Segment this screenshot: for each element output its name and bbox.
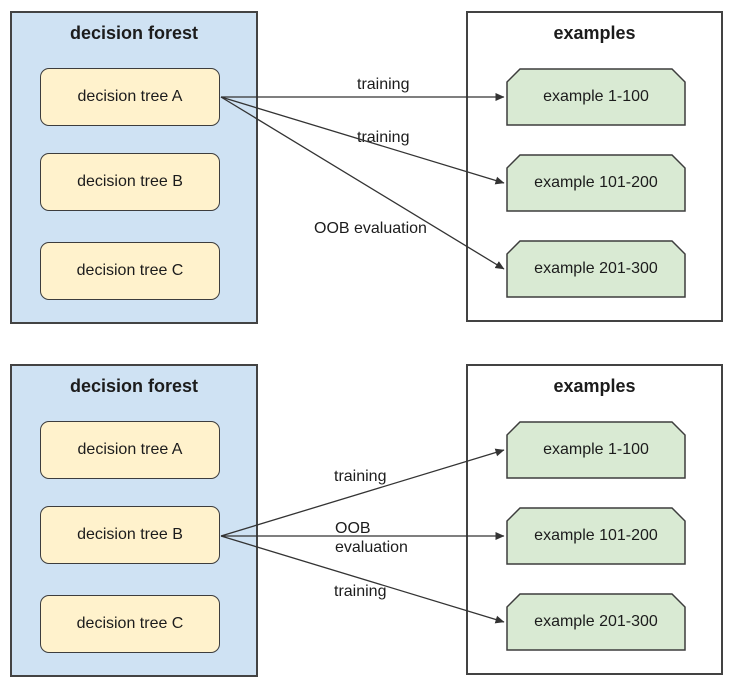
- tree-label: decision tree C: [76, 262, 184, 279]
- tree-node-b: decision tree B: [40, 153, 220, 211]
- tree-node-a: decision tree A: [40, 421, 220, 479]
- arrow-label-oob-evaluation: OOB evaluation: [314, 220, 427, 237]
- example-label: example 101-200: [534, 527, 658, 544]
- example-label: example 201-300: [534, 613, 658, 630]
- oob-diagram-tree-a: decision forest decision tree A decision…: [0, 0, 737, 332]
- arrow-label-training-2: training: [334, 583, 387, 600]
- arrow-label-training-1: training: [334, 468, 387, 485]
- forest-title: decision forest: [69, 376, 199, 396]
- tree-node-b: decision tree B: [40, 506, 220, 564]
- example-node-2: example 101-200: [506, 507, 686, 565]
- example-label: example 1-100: [543, 88, 649, 105]
- plaque-shape: [506, 154, 686, 212]
- arrow-label-training-1: training: [357, 76, 410, 93]
- plaque-shape: [506, 240, 686, 298]
- tree-node-c: decision tree C: [40, 595, 220, 653]
- plaque-shape: [506, 421, 686, 479]
- forest-title: decision forest: [69, 23, 199, 43]
- tree-label: decision tree B: [77, 173, 183, 190]
- example-node-3: example 201-300: [506, 593, 686, 651]
- tree-node-c: decision tree C: [40, 242, 220, 300]
- arrow-label-oob-evaluation: OOB evaluation: [335, 520, 408, 556]
- tree-label: decision tree A: [77, 88, 183, 105]
- plaque-shape: [506, 507, 686, 565]
- tree-node-a: decision tree A: [40, 68, 220, 126]
- examples-title: examples: [553, 376, 636, 396]
- tree-label: decision tree A: [77, 441, 183, 458]
- example-node-3: example 201-300: [506, 240, 686, 298]
- tree-label: decision tree B: [77, 526, 183, 543]
- tree-label: decision tree C: [76, 615, 184, 632]
- examples-title: examples: [553, 23, 636, 43]
- example-label: example 201-300: [534, 260, 658, 277]
- example-node-2: example 101-200: [506, 154, 686, 212]
- plaque-shape: [506, 68, 686, 126]
- example-node-1: example 1-100: [506, 421, 686, 479]
- plaque-shape: [506, 593, 686, 651]
- example-label: example 1-100: [543, 441, 649, 458]
- example-label: example 101-200: [534, 174, 658, 191]
- example-node-1: example 1-100: [506, 68, 686, 126]
- arrow-label-training-2: training: [357, 129, 410, 146]
- oob-diagram-tree-b: decision forest decision tree A decision…: [0, 353, 737, 685]
